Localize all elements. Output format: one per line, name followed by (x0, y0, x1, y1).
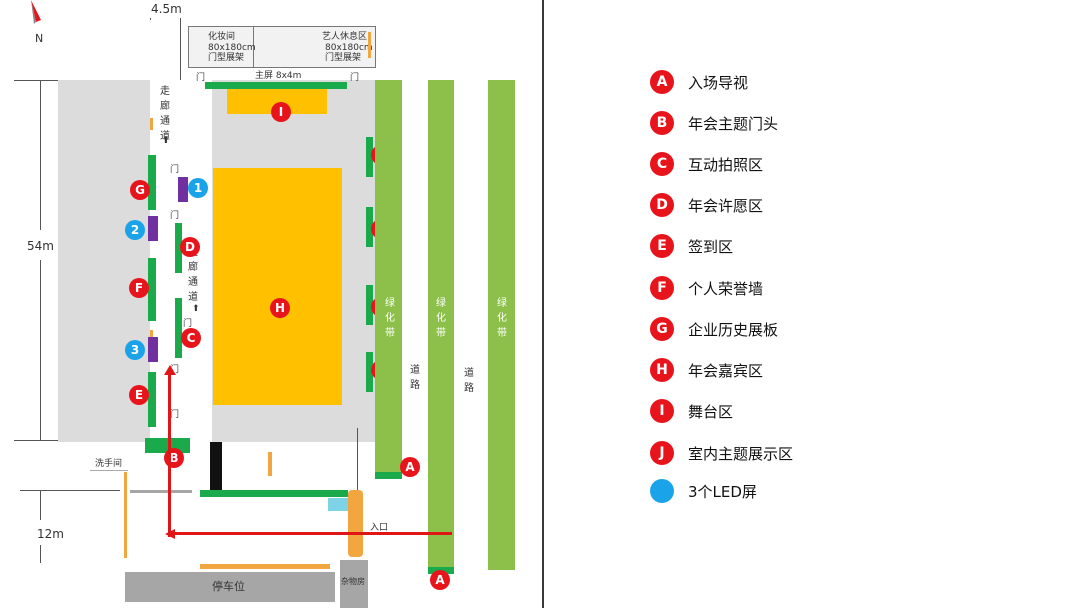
road-label: 道路 (464, 368, 474, 394)
legend-item: C 互动拍照区 (650, 152, 763, 176)
road-label: 道路 (410, 365, 420, 391)
restroom-label: 洗手间 (95, 459, 123, 469)
legend-marker: H (650, 358, 674, 382)
legend-item: I 舞台区 (650, 399, 733, 423)
legend-item: D 年会许愿区 (650, 193, 763, 217)
legend-label: 年会嘉宾区 (688, 361, 764, 380)
marker-A: A (400, 457, 420, 477)
marker-led-2: 2 (125, 220, 145, 240)
legend-marker: J (650, 441, 674, 465)
door-label: 门 (170, 165, 180, 175)
door-label: 门 (170, 365, 180, 375)
dim-top: 4.5m (151, 2, 182, 16)
storage-label: 杂物房 (341, 577, 365, 586)
marker-G: G (130, 180, 150, 200)
door-label: 门 (350, 73, 360, 83)
legend-label: 室内主题展示区 (688, 444, 794, 463)
legend-label: 年会主题门头 (688, 114, 779, 133)
marker-led-1: 1 (188, 178, 208, 198)
legend-label: 企业历史展板 (688, 320, 779, 339)
legend-marker: G (650, 317, 674, 341)
greenbelt-label: 绿化带 (497, 298, 507, 339)
compass-label: N (35, 32, 44, 45)
makeup-room-size: 80x180cm (208, 43, 256, 53)
top-rooms (188, 26, 376, 68)
legend-label: 舞台区 (688, 402, 734, 421)
marker-E: E (129, 385, 149, 405)
legend-item: J 室内主题展示区 (650, 441, 793, 465)
legend-item: F 个人荣誉墙 (650, 276, 763, 300)
legend-item: E 签到区 (650, 234, 733, 258)
legend-label: 互动拍照区 (688, 155, 764, 174)
marker-H: H (270, 298, 290, 318)
floor-plan: N 4.5m 54m 12m 走廊通道 走廊通道 ⬆ ⬆ 化妆间 80x180c… (14, 0, 515, 608)
marker-B: B (164, 448, 184, 468)
greenbelt-label: 绿化带 (436, 298, 446, 339)
arrow-left-icon (165, 529, 175, 539)
dim-left: 54m (27, 239, 54, 253)
door-label: 门 (183, 319, 193, 329)
marker-D: D (180, 237, 200, 257)
greenbelt-3 (488, 80, 515, 570)
legend-label: 3个LED屏 (688, 482, 757, 501)
makeup-room-type: 门型展架 (208, 53, 245, 63)
legend-marker: B (650, 111, 674, 135)
artist-lounge-size: 80x180cm (325, 43, 373, 53)
main-screen-label: 主屏 8x4m (255, 71, 302, 81)
legend-marker: E (650, 234, 674, 258)
legend-label: 入场导视 (688, 73, 749, 92)
greenbelt-2 (428, 80, 454, 570)
legend-item: 3个LED屏 (650, 479, 757, 503)
marker-F: F (129, 278, 149, 298)
main-screen (205, 82, 347, 89)
legend-label: 个人荣誉墙 (688, 279, 764, 298)
marker-C: C (181, 328, 201, 348)
led-screen-2 (148, 216, 158, 241)
artist-lounge-type: 门型展架 (325, 53, 362, 63)
legend-item: B 年会主题门头 (650, 111, 778, 135)
makeup-room-title: 化妆间 (208, 32, 236, 42)
legend-item: G 企业历史展板 (650, 317, 778, 341)
storage-room (340, 560, 368, 608)
divider (542, 0, 544, 608)
dim-bottom-left: 12m (37, 527, 64, 541)
parking-label: 停车位 (212, 580, 245, 593)
legend-marker: C (650, 152, 674, 176)
legend-marker (650, 479, 674, 503)
door-label: 门 (170, 410, 180, 420)
corridor-label-top: 走廊通道 (160, 86, 170, 142)
led-screen-3 (148, 337, 158, 362)
legend-label: 签到区 (688, 237, 734, 256)
arrow-up-icon (164, 365, 176, 375)
legend-marker: A (650, 70, 674, 94)
legend-item: A 入场导视 (650, 70, 748, 94)
led-screen-1 (178, 177, 188, 202)
parking-area (125, 572, 335, 602)
legend-marker: I (650, 399, 674, 423)
legend-item: H 年会嘉宾区 (650, 358, 763, 382)
entrance-label: 入口 (370, 523, 389, 533)
door-label: 门 (196, 73, 206, 83)
marker-I: I (271, 102, 291, 122)
greenbelt-label: 绿化带 (385, 298, 395, 339)
legend-marker: D (650, 193, 674, 217)
marker-led-3: 3 (125, 340, 145, 360)
guest-area (213, 168, 342, 405)
marker-A: A (430, 570, 450, 590)
greenbelt-1 (375, 80, 402, 476)
compass-icon (31, 0, 41, 24)
artist-lounge-title: 艺人休息区 (322, 32, 368, 42)
legend-label: 年会许愿区 (688, 196, 764, 215)
legend-marker: F (650, 276, 674, 300)
door-label: 门 (170, 211, 180, 221)
